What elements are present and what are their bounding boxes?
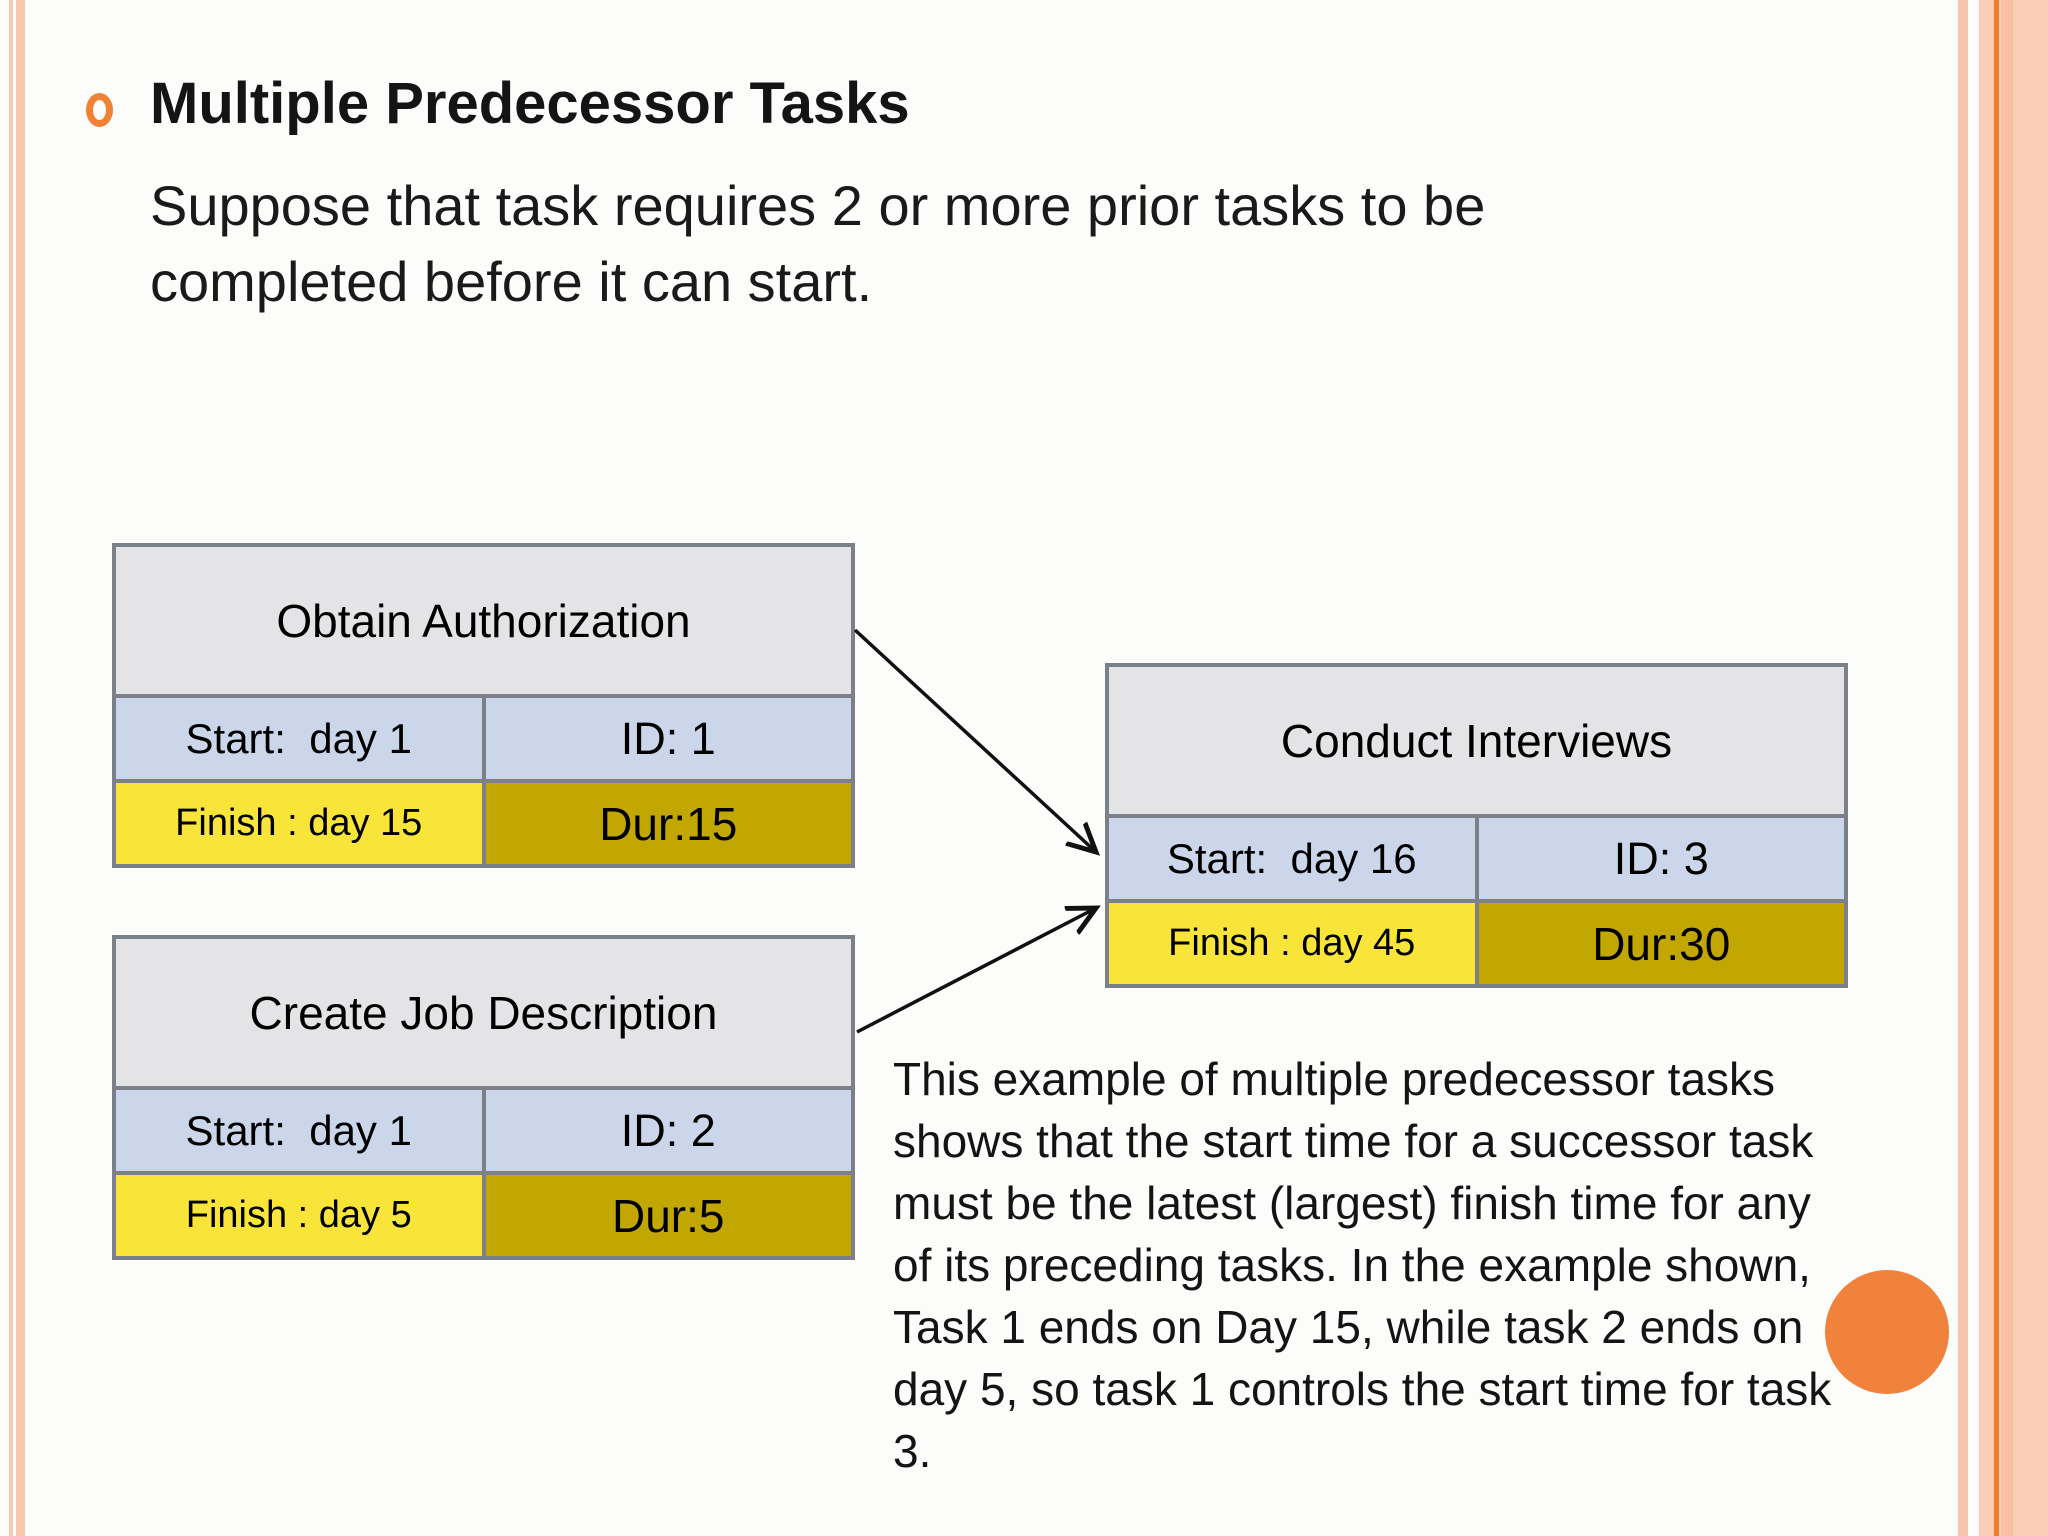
note-line-2: shows that the start time for a successo…: [893, 1115, 1814, 1167]
task-duration-cell: Dur:30: [1478, 903, 1844, 984]
left-border-thin-stripe: [9, 0, 13, 1536]
explanation-paragraph: This example of multiple predecessor tas…: [893, 1048, 1831, 1482]
right-border-thin-stripe: [1958, 0, 1968, 1536]
task-row-start-id: Start: day 16 ID: 3: [1109, 818, 1844, 899]
intro-line-1: Suppose that task requires 2 or more pri…: [150, 174, 1486, 237]
right-border-orange-line: [1994, 0, 1999, 1536]
intro-line-2: completed before it can start.: [150, 250, 873, 313]
task-title: Create Job Description: [116, 939, 851, 1086]
note-line-5: Task 1 ends on Day 15, while task 2 ends…: [893, 1301, 1804, 1353]
task-title: Obtain Authorization: [116, 547, 851, 694]
task-duration-cell: Dur:15: [485, 783, 851, 864]
task-duration-cell: Dur:5: [485, 1175, 851, 1256]
note-line-7: 3.: [893, 1425, 932, 1477]
arrow-task2-to-task3-icon: [856, 908, 1096, 1034]
task-start-cell: Start: day 1: [116, 698, 482, 779]
note-line-1: This example of multiple predecessor tas…: [893, 1053, 1776, 1105]
task-finish-cell: Finish : day 5: [116, 1175, 482, 1256]
intro-text: Suppose that task requires 2 or more pri…: [150, 168, 1485, 320]
task-box-conduct-interviews: Conduct Interviews Start: day 16 ID: 3 F…: [1105, 663, 1848, 988]
task-start-cell: Start: day 1: [116, 1090, 482, 1171]
task-start-cell: Start: day 16: [1109, 818, 1475, 899]
decorative-circle: [1825, 1270, 1949, 1394]
note-line-4: of its preceding tasks. In the example s…: [893, 1239, 1811, 1291]
task-id-cell: ID: 1: [485, 698, 851, 779]
task-box-obtain-authorization: Obtain Authorization Start: day 1 ID: 1 …: [112, 543, 855, 868]
bullet-icon: [86, 93, 113, 127]
task-row-finish-dur: Finish : day 15 Dur:15: [116, 783, 851, 864]
task-row-start-id: Start: day 1 ID: 2: [116, 1090, 851, 1171]
task-finish-cell: Finish : day 45: [1109, 903, 1475, 984]
task-title: Conduct Interviews: [1109, 667, 1844, 814]
task-row-finish-dur: Finish : day 5 Dur:5: [116, 1175, 851, 1256]
task-id-cell: ID: 3: [1478, 818, 1844, 899]
task-row-finish-dur: Finish : day 45 Dur:30: [1109, 903, 1844, 984]
note-line-6: day 5, so task 1 controls the start time…: [893, 1363, 1832, 1415]
task-id-cell: ID: 2: [485, 1090, 851, 1171]
arrow-task1-to-task3-icon: [853, 628, 1096, 852]
slide-title: Multiple Predecessor Tasks: [150, 71, 910, 136]
note-line-3: must be the latest (largest) finish time…: [893, 1177, 1811, 1229]
right-border-band: [1979, 0, 2048, 1536]
task-box-create-job-description: Create Job Description Start: day 1 ID: …: [112, 935, 855, 1260]
right-border-mid-stripe: [2001, 0, 2013, 1536]
task-finish-cell: Finish : day 15: [116, 783, 482, 864]
task-row-start-id: Start: day 1 ID: 1: [116, 698, 851, 779]
left-border-thick-stripe: [16, 0, 25, 1536]
